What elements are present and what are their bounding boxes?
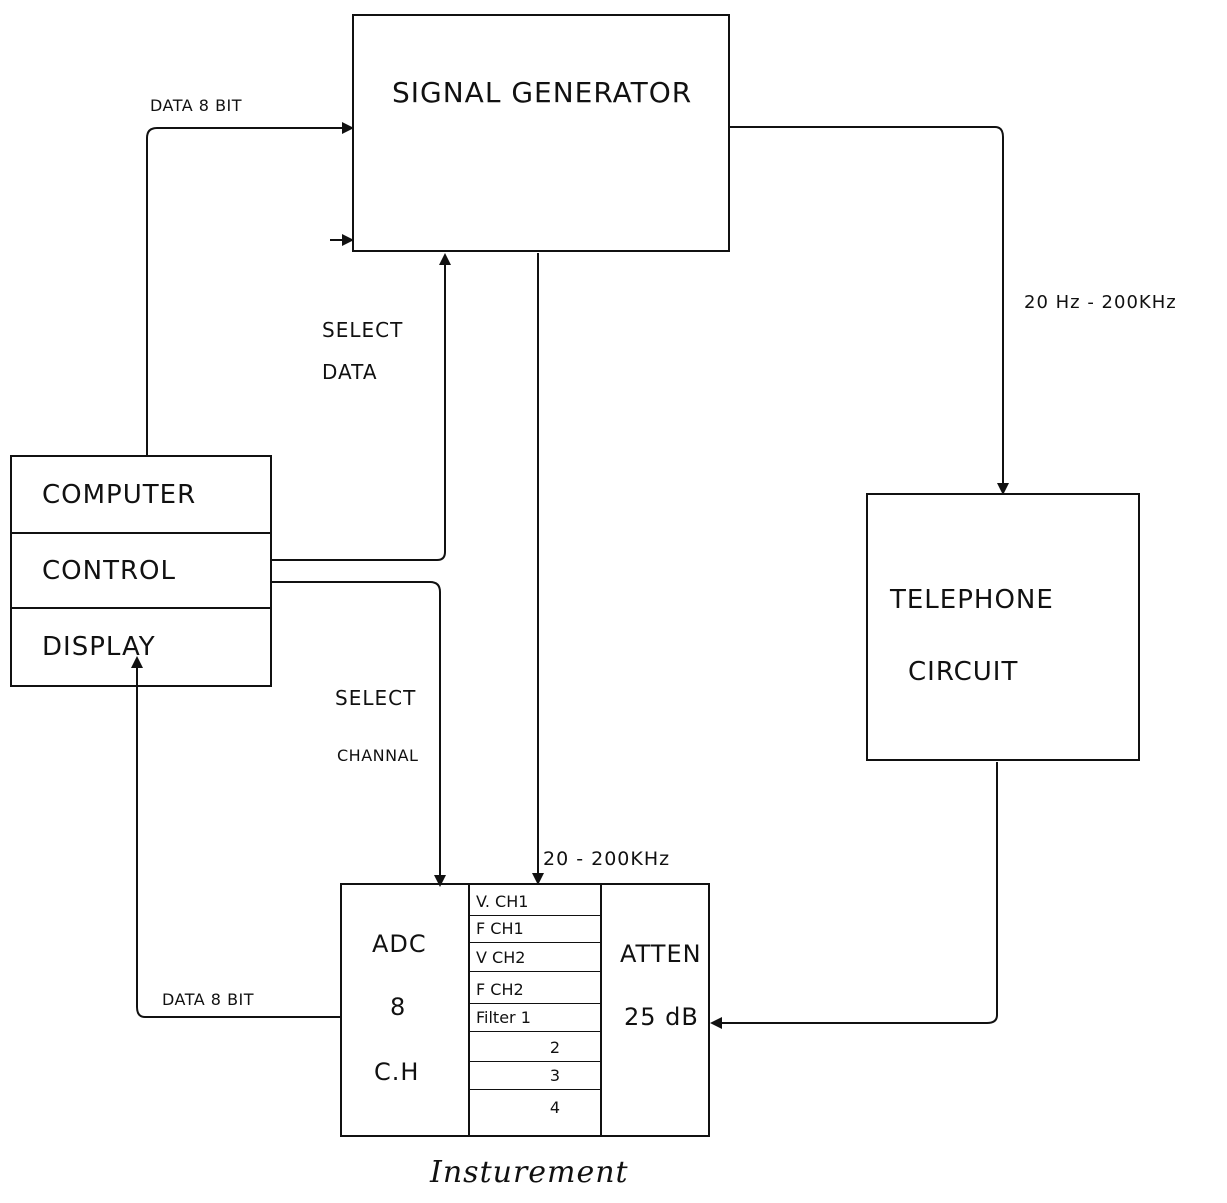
select-data-line xyxy=(272,255,445,560)
channel-cell: V CH2 xyxy=(470,945,600,972)
display-row: DISPLAY xyxy=(12,609,270,685)
control-row-label: CONTROL xyxy=(42,556,176,586)
atten-db-label: 25 dB xyxy=(624,1003,699,1031)
channel-cell: V. CH1 xyxy=(470,889,600,916)
freq-bottom-label: 20 - 200KHz xyxy=(543,848,670,870)
select-channal-line xyxy=(272,582,440,885)
instrument-block: ADC 8 C.H V. CH1 F CH1 V CH2 F CH2 Filte… xyxy=(340,883,710,1137)
signal-generator-block: SIGNAL GENERATOR xyxy=(352,14,730,252)
freq-right-label: 20 Hz - 200KHz xyxy=(1024,292,1177,313)
atten-label: ATTEN xyxy=(620,940,702,968)
computer-row: COMPUTER xyxy=(12,457,270,534)
adc-section: ADC 8 C.H xyxy=(342,885,470,1135)
channel-cell: Filter 1 xyxy=(470,1005,600,1032)
display-row-label: DISPLAY xyxy=(42,632,156,662)
computer-row-label: COMPUTER xyxy=(42,480,196,510)
channel-cell: 2 xyxy=(470,1035,600,1062)
channel-cell: F CH2 xyxy=(470,977,600,1004)
signal-generator-label: SIGNAL GENERATOR xyxy=(392,76,692,109)
telephone-circuit-block: TELEPHONE CIRCUIT xyxy=(866,493,1140,761)
channel-cell: 4 xyxy=(470,1095,600,1122)
select-channal-label-2: CHANNAL xyxy=(337,746,418,765)
select-channal-label-1: SELECT xyxy=(335,686,416,710)
adc-label: ADC xyxy=(372,930,427,958)
data-8bit-bottom-label: DATA 8 BIT xyxy=(162,990,254,1009)
channel-column: V. CH1 F CH1 V CH2 F CH2 Filter 1 2 3 4 xyxy=(470,885,602,1135)
data-8bit-bottom-line xyxy=(137,658,340,1017)
computer-block: COMPUTER CONTROL DISPLAY xyxy=(10,455,272,687)
channel-cell: 3 xyxy=(470,1063,600,1090)
select-data-label-1: SELECT xyxy=(322,318,403,342)
channel-cell: F CH1 xyxy=(470,916,600,943)
adc-ch-label: C.H xyxy=(374,1058,419,1086)
control-row: CONTROL xyxy=(12,534,270,609)
telephone-to-atten-line xyxy=(712,762,997,1023)
data-8bit-top-label: DATA 8 BIT xyxy=(150,96,242,115)
instrument-caption: Insturement xyxy=(430,1155,629,1190)
adc-8-label: 8 xyxy=(390,993,406,1021)
telephone-label: TELEPHONE xyxy=(890,585,1054,615)
select-data-label-2: DATA xyxy=(322,360,378,384)
data-8bit-top-line xyxy=(147,128,352,455)
circuit-label: CIRCUIT xyxy=(908,657,1018,687)
sg-to-telephone-line xyxy=(728,127,1003,493)
